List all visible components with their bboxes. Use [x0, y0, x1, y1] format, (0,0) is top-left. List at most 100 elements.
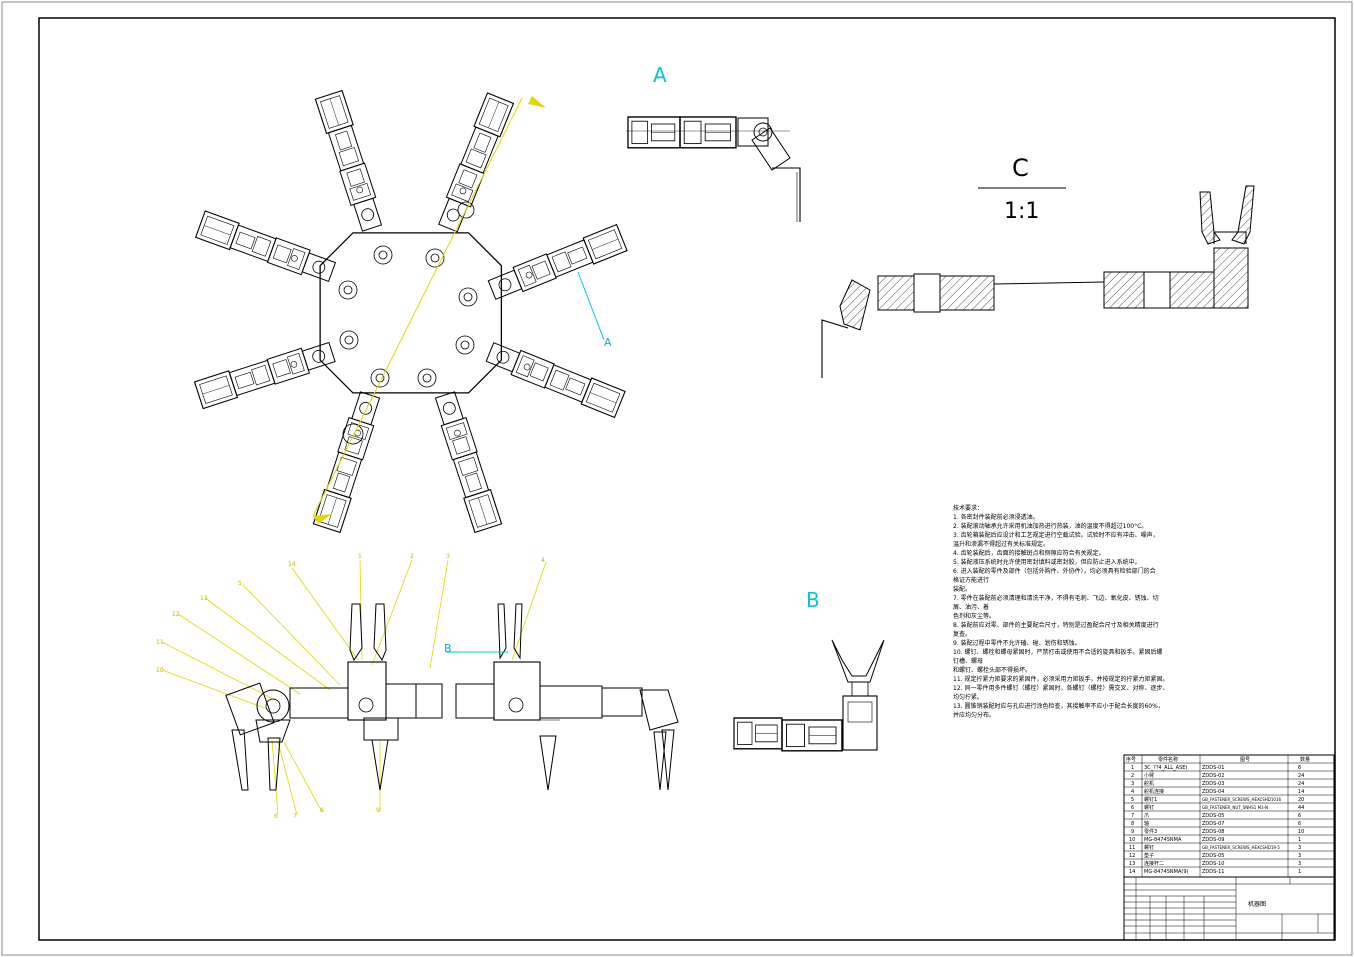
- svg-text:螺钉: 螺钉: [1144, 804, 1154, 811]
- svg-text:3: 3: [1298, 861, 1301, 867]
- svg-text:6: 6: [1298, 813, 1301, 819]
- svg-text:ZDDS-09: ZDDS-09: [1202, 837, 1224, 843]
- svg-text:8. 装配前应对零、部件的主要配合尺寸，特别是过盈配合尺寸及: 8. 装配前应对零、部件的主要配合尺寸，特别是过盈配合尺寸及相关精度进行: [953, 621, 1159, 629]
- balloon-leaders: [161, 559, 547, 816]
- svg-text:24: 24: [1298, 773, 1304, 779]
- svg-text:舵机连接: 舵机连接: [1144, 788, 1164, 795]
- svg-text:MG-8474SNMA: MG-8474SNMA: [1144, 837, 1182, 843]
- svg-text:ZDDS-08: ZDDS-08: [1202, 829, 1224, 835]
- view-c: C 1:1: [821, 154, 1255, 378]
- svg-text:6: 6: [1131, 805, 1134, 811]
- svg-text:图号: 图号: [1240, 757, 1250, 763]
- svg-text:格证方能进行: 格证方能进行: [953, 576, 989, 584]
- svg-text:并应均匀分布。: 并应均匀分布。: [953, 711, 995, 719]
- svg-text:9. 装配过程中零件不允许磕、碰、划伤和锈蚀。: 9. 装配过程中零件不允许磕、碰、划伤和锈蚀。: [953, 639, 1081, 647]
- svg-text:11: 11: [156, 639, 164, 646]
- leg-right-lower: [484, 338, 626, 418]
- title-block: 机器图: [1123, 876, 1335, 941]
- svg-text:3: 3: [1298, 845, 1301, 851]
- svg-text:14: 14: [1129, 869, 1135, 875]
- svg-text:ZDDS-02: ZDDS-02: [1202, 773, 1224, 779]
- top-view: A: [193, 89, 628, 534]
- svg-text:4. 齿轮装配后，齿面的接触斑点和侧隙应符合有关规定。: 4. 齿轮装配后，齿面的接触斑点和侧隙应符合有关规定。: [953, 549, 1105, 557]
- svg-text:6: 6: [1298, 821, 1301, 827]
- svg-text:色剂和灰尘等。: 色剂和灰尘等。: [953, 612, 995, 620]
- svg-text:10: 10: [156, 667, 164, 674]
- view-b-label: B: [806, 588, 820, 612]
- svg-text:螺钉1: 螺钉1: [1144, 796, 1157, 803]
- svg-text:12: 12: [172, 611, 180, 618]
- svg-text:1. 各密封件装配前必须浸透油。: 1. 各密封件装配前必须浸透油。: [953, 513, 1039, 521]
- svg-text:2: 2: [1131, 773, 1134, 779]
- svg-text:ZDDS-11: ZDDS-11: [1202, 869, 1224, 875]
- svg-text:ZDDS-05: ZDDS-05: [1202, 853, 1224, 859]
- view-b-leader-label: B: [444, 642, 452, 655]
- svg-text:零件名称: 零件名称: [1158, 756, 1178, 763]
- view-c-label: C: [1012, 154, 1029, 182]
- svg-text:6. 进入装配的零件及部件（包括外购件、外协件），均必须具有: 6. 进入装配的零件及部件（包括外购件、外协件），均必须具有检验部门的合: [953, 567, 1156, 575]
- leg-top-right: [434, 92, 514, 234]
- view-a: A: [626, 63, 801, 222]
- svg-text:小臂: 小臂: [1144, 772, 1154, 779]
- body-plate: [319, 232, 503, 394]
- svg-text:ZDDS-01: ZDDS-01: [1202, 765, 1224, 771]
- svg-text:8: 8: [320, 807, 324, 814]
- leg-disc-top: [457, 201, 475, 219]
- leg-left-lower: [193, 338, 337, 410]
- svg-text:GB_FASTENER_SCREWS_HEXCSHD19-5: GB_FASTENER_SCREWS_HEXCSHD19-5: [1202, 845, 1280, 850]
- svg-text:ZDDS-03: ZDDS-03: [1202, 781, 1224, 787]
- svg-text:复查。: 复查。: [953, 630, 971, 638]
- svg-text:MG-8474SNMA(9): MG-8474SNMA(9): [1144, 869, 1188, 875]
- inner-frame: [38, 17, 1336, 941]
- drawing-name: 机器图: [1248, 900, 1266, 908]
- leg-left-upper: [195, 210, 338, 286]
- svg-text:和螺钉、螺栓头部不得损坏。: 和螺钉、螺栓头部不得损坏。: [953, 666, 1031, 674]
- svg-text:1: 1: [1298, 837, 1301, 843]
- svg-text:装配。: 装配。: [953, 585, 971, 593]
- svg-text:5: 5: [1131, 797, 1134, 803]
- svg-text:9: 9: [1131, 829, 1134, 835]
- section-arrow-top: [528, 96, 546, 108]
- svg-text:钉槽、螺母: 钉槽、螺母: [953, 657, 983, 665]
- svg-text:3: 3: [1298, 853, 1301, 859]
- svg-text:3: 3: [446, 553, 450, 560]
- leg-right-upper: [486, 224, 628, 304]
- svg-text:5. 装配液压系统时允许使用密封填料或密封胶，但应防止进入系: 5. 装配液压系统时允许使用密封填料或密封胶，但应防止进入系统中。: [953, 558, 1141, 566]
- leg-top-left: [314, 89, 386, 233]
- svg-text:数量: 数量: [1300, 756, 1310, 763]
- svg-text:10: 10: [1129, 837, 1135, 843]
- svg-text:9: 9: [376, 807, 380, 814]
- svg-text:3. 齿轮箱装配后应设计和工艺规定进行空载试验。试验时不应有: 3. 齿轮箱装配后应设计和工艺规定进行空载试验。试验时不应有冲击、噪声，: [953, 531, 1159, 539]
- view-a-leader: [577, 271, 605, 341]
- svg-text:均匀拧紧。: 均匀拧紧。: [953, 693, 983, 701]
- svg-text:44: 44: [1298, 805, 1304, 811]
- svg-text:GB_FASTENER_SCREWS_HEXCSHD1016: GB_FASTENER_SCREWS_HEXCSHD1016: [1202, 797, 1281, 802]
- svg-text:6: 6: [274, 813, 278, 820]
- leg-bottom-right: [431, 390, 503, 534]
- svg-text:ZDDS-04: ZDDS-04: [1202, 789, 1224, 795]
- svg-text:1: 1: [358, 553, 362, 560]
- svg-text:2: 2: [410, 553, 414, 560]
- svg-text:轴: 轴: [1144, 820, 1149, 827]
- view-b: B: [733, 588, 885, 752]
- svg-text:4: 4: [1131, 789, 1134, 795]
- svg-text:ZDDS-07: ZDDS-07: [1202, 821, 1224, 827]
- tech-notes: 技术要求： 1. 各密封件装配前必须浸透油。 2. 装配滚动轴承允许采用机油加热…: [953, 504, 1168, 719]
- svg-text:螺钉: 螺钉: [1144, 844, 1154, 851]
- svg-text:13: 13: [1129, 861, 1135, 867]
- svg-text:爪: 爪: [1144, 813, 1149, 819]
- svg-text:11. 规定拧紧力矩要求的紧固件，必须采用力矩扳手，并按规定: 11. 规定拧紧力矩要求的紧固件，必须采用力矩扳手，并按规定的拧紧力矩紧固。: [953, 675, 1168, 683]
- svg-text:12. 同一零件用多件螺钉（螺栓）紧固时，各螺钉（螺栓）需交: 12. 同一零件用多件螺钉（螺栓）紧固时，各螺钉（螺栓）需交叉、对称、逐步、: [953, 684, 1168, 692]
- svg-text:垫子: 垫子: [1144, 852, 1154, 859]
- svg-text:1: 1: [1298, 869, 1301, 875]
- svg-text:ZDDS-10: ZDDS-10: [1202, 861, 1224, 867]
- leg-disc-bottom: [342, 423, 364, 445]
- svg-text:10: 10: [1298, 829, 1304, 835]
- svg-text:4: 4: [541, 557, 545, 564]
- view-c-scale: 1:1: [1004, 199, 1039, 224]
- svg-text:14: 14: [288, 561, 296, 568]
- svg-text:13. 圆锥销装配时应与孔应进行涂色检查，其接触率不应小于配: 13. 圆锥销装配时应与孔应进行涂色检查，其接触率不应小于配合长度的60%，: [953, 702, 1164, 710]
- svg-text:屑、油污、着: 屑、油污、着: [953, 603, 989, 611]
